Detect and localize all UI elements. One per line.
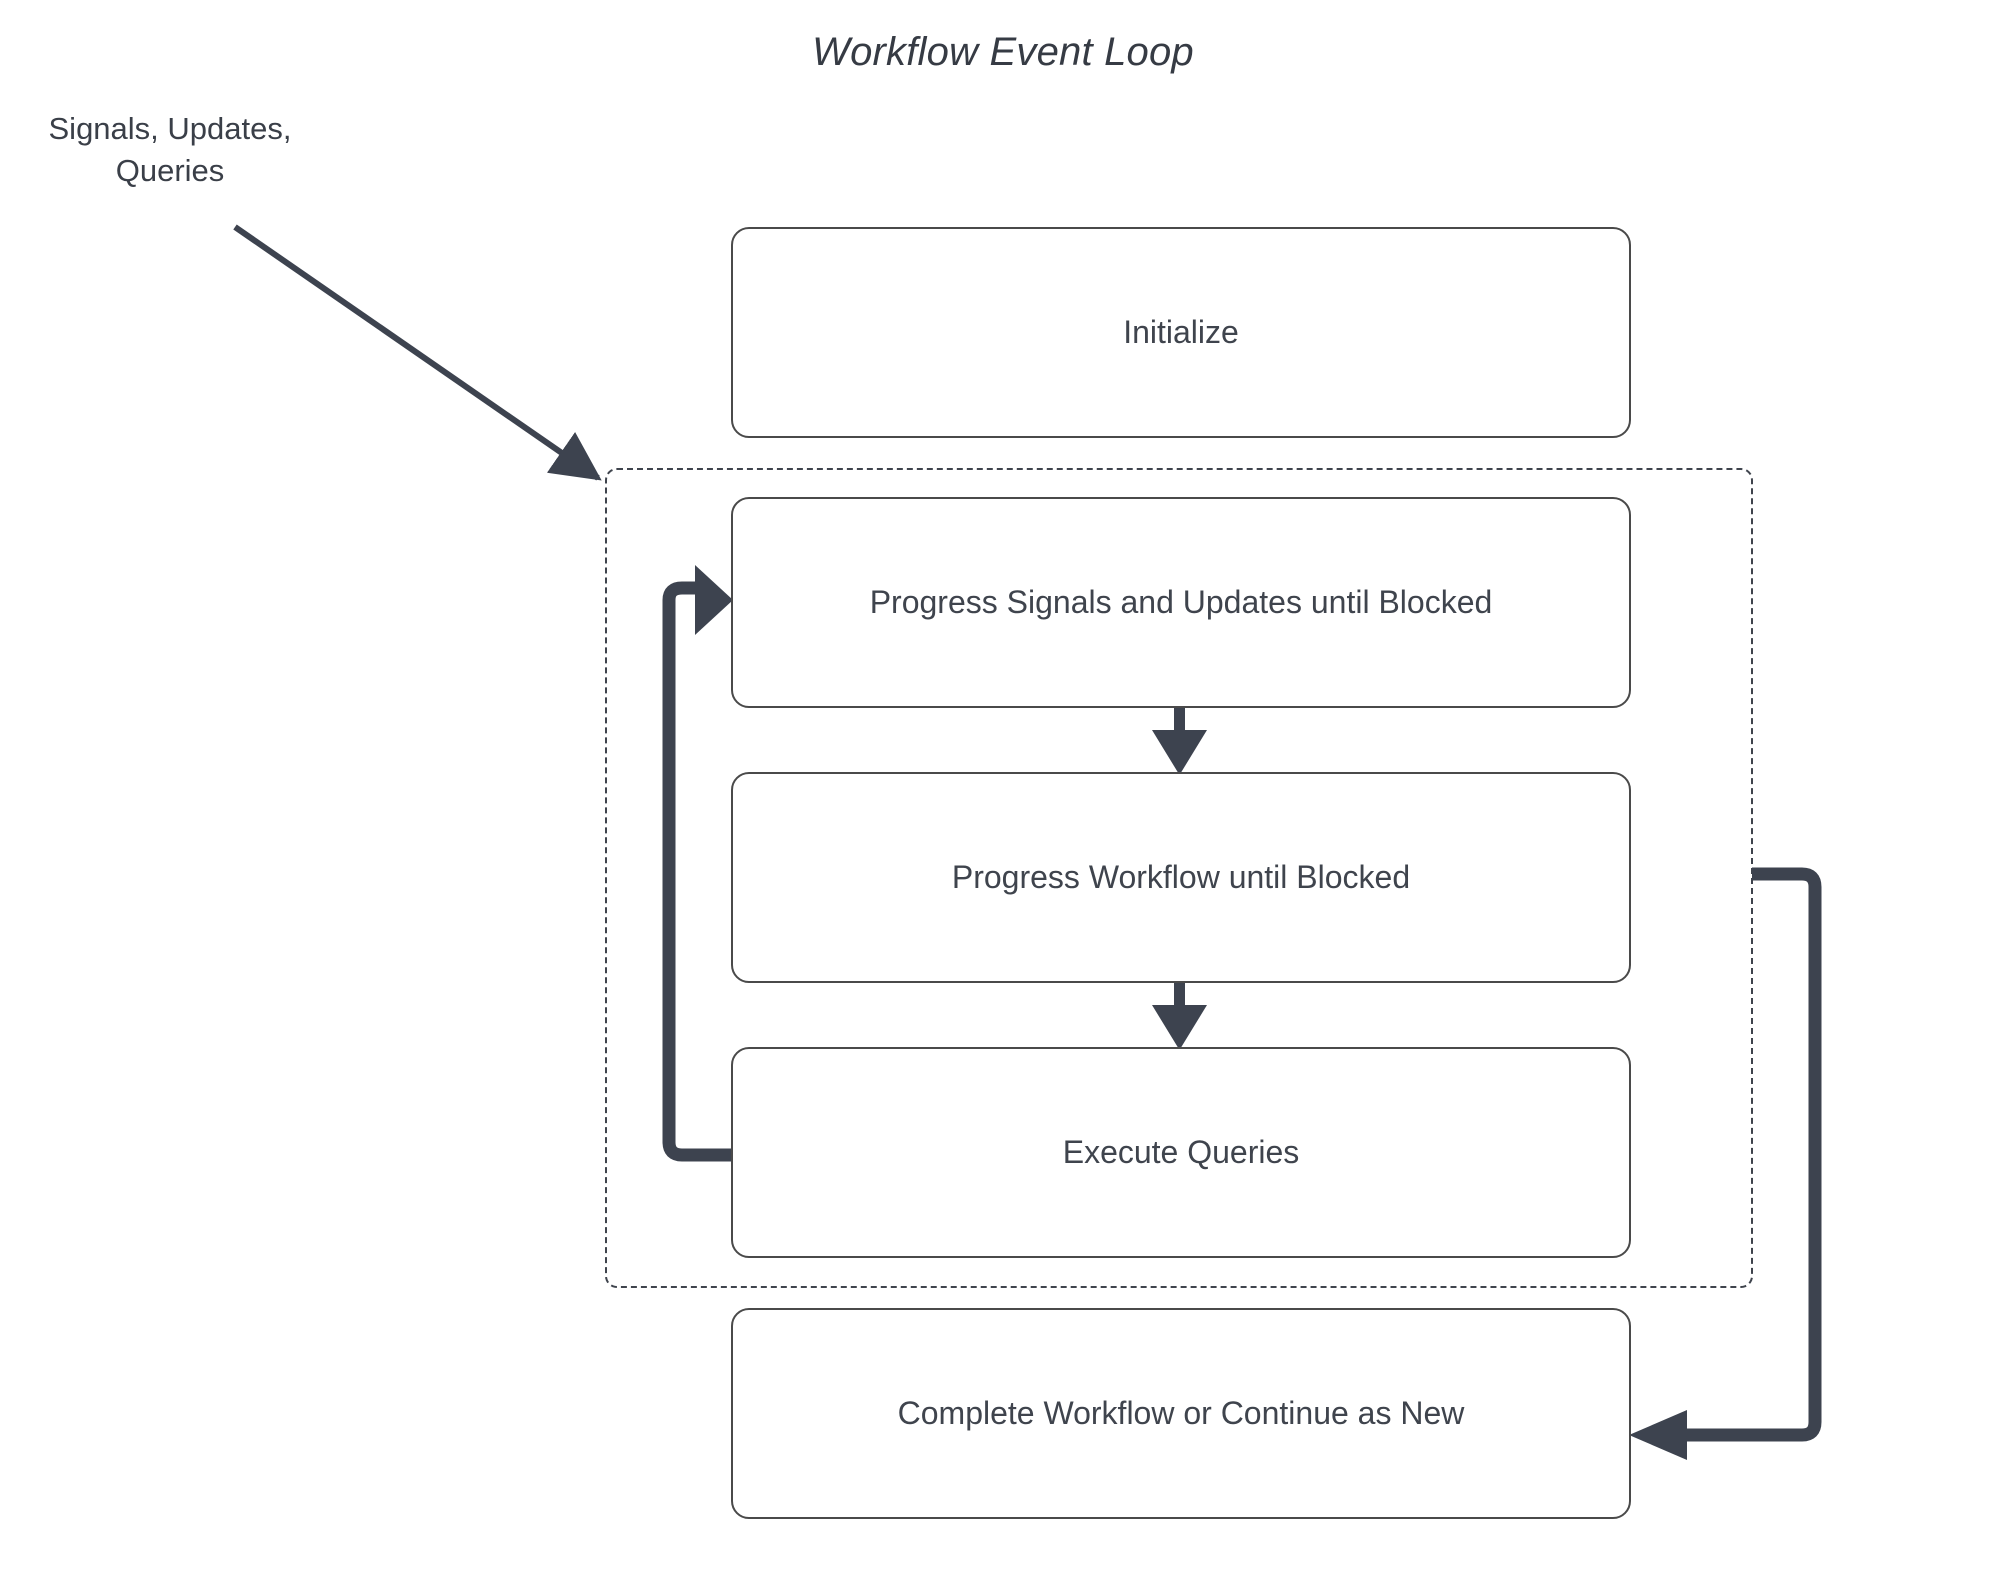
edge-input-to-loop [233, 224, 602, 481]
node-label: Initialize [1123, 314, 1239, 350]
node-initialize[interactable]: Initialize [731, 227, 1631, 438]
input-source-label: Signals, Updates, Queries [48, 111, 292, 188]
node-label: Complete Workflow or Continue as New [897, 1395, 1465, 1431]
node-complete-workflow[interactable]: Complete Workflow or Continue as New [731, 1308, 1631, 1519]
page-title: Workflow Event Loop [812, 30, 1194, 74]
node-progress-workflow[interactable]: Progress Workflow until Blocked [731, 772, 1631, 983]
node-label: Execute Queries [1062, 1134, 1300, 1170]
node-execute-queries[interactable]: Execute Queries [731, 1047, 1631, 1258]
node-label: Progress Workflow until Blocked [951, 859, 1411, 895]
node-label: Progress Signals and Updates until Block… [869, 584, 1493, 620]
node-progress-signals-updates[interactable]: Progress Signals and Updates until Block… [731, 497, 1631, 708]
